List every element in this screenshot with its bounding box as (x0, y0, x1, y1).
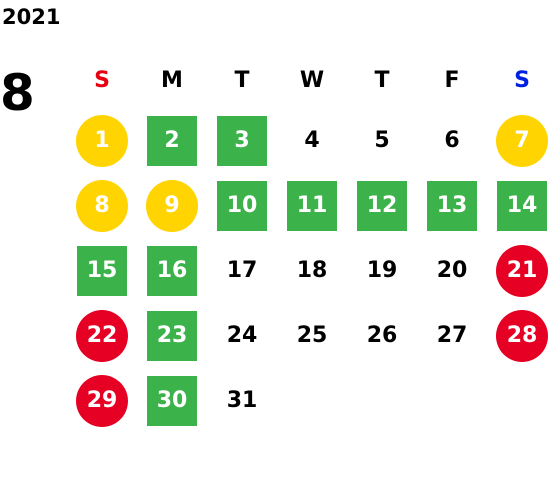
day-27[interactable]: 27 (436, 323, 468, 348)
day-8[interactable]: 8 (76, 179, 128, 232)
day-26[interactable]: 26 (366, 323, 398, 348)
day-cell: 28 (487, 303, 548, 368)
day-29[interactable]: 29 (76, 374, 128, 427)
weekday-sunday: S (94, 67, 110, 93)
weekday-wednesday: W (299, 67, 325, 93)
day-30[interactable]: 30 (147, 375, 197, 426)
day-cell: 13 (417, 173, 487, 238)
day-9[interactable]: 9 (146, 179, 198, 232)
day-cell: 17 (207, 238, 277, 303)
day-cell: 7 (487, 108, 548, 173)
day-21[interactable]: 21 (496, 244, 548, 297)
day-cell: 4 (277, 108, 347, 173)
day-17[interactable]: 17 (226, 258, 258, 283)
day-15[interactable]: 15 (77, 245, 127, 296)
weekday-tuesday: T (234, 67, 250, 93)
day-cell: 27 (417, 303, 487, 368)
day-23[interactable]: 23 (147, 310, 197, 361)
day-cell: 24 (207, 303, 277, 368)
day-cell: 6 (417, 108, 487, 173)
day-4[interactable]: 4 (304, 128, 320, 153)
day-cell: 15 (67, 238, 137, 303)
day-18[interactable]: 18 (296, 258, 328, 283)
day-cell: 29 (67, 368, 137, 433)
day-19[interactable]: 19 (366, 258, 398, 283)
day-cell: 30 (137, 368, 207, 433)
day-cell: 16 (137, 238, 207, 303)
day-cell: 10 (207, 173, 277, 238)
day-28[interactable]: 28 (496, 309, 548, 362)
day-cell: 1 (67, 108, 137, 173)
day-7[interactable]: 7 (496, 114, 548, 167)
day-cell: 2 (137, 108, 207, 173)
day-cell: 31 (207, 368, 277, 433)
day-16[interactable]: 16 (147, 245, 197, 296)
weekday-monday: M (161, 67, 183, 93)
year-label: 2021 (2, 5, 61, 29)
day-cell: 19 (347, 238, 417, 303)
day-14[interactable]: 14 (497, 180, 547, 231)
day-1[interactable]: 1 (76, 114, 128, 167)
calendar-grid: S M T W T F S 1 2 3 4 5 6 7 8 9 10 11 12… (67, 52, 548, 498)
day-cell: 22 (67, 303, 137, 368)
weekday-saturday: S (514, 67, 530, 93)
day-cell: 5 (347, 108, 417, 173)
day-5[interactable]: 5 (374, 128, 390, 153)
day-cell: 11 (277, 173, 347, 238)
day-3[interactable]: 3 (217, 115, 267, 166)
day-31[interactable]: 31 (226, 388, 258, 413)
day-22[interactable]: 22 (76, 309, 128, 362)
day-cell: 9 (137, 173, 207, 238)
day-10[interactable]: 10 (217, 180, 267, 231)
weekday-friday: F (444, 67, 460, 93)
day-cell: 25 (277, 303, 347, 368)
weekday-thursday: T (374, 67, 390, 93)
day-6[interactable]: 6 (444, 128, 460, 153)
day-cell: 20 (417, 238, 487, 303)
day-cell: 12 (347, 173, 417, 238)
day-cell: 3 (207, 108, 277, 173)
day-11[interactable]: 11 (287, 180, 337, 231)
day-25[interactable]: 25 (296, 323, 328, 348)
day-cell: 18 (277, 238, 347, 303)
day-24[interactable]: 24 (226, 323, 258, 348)
day-13[interactable]: 13 (427, 180, 477, 231)
day-cell: 21 (487, 238, 548, 303)
day-cell: 26 (347, 303, 417, 368)
day-cell: 8 (67, 173, 137, 238)
month-number: 8 (0, 64, 35, 122)
day-12[interactable]: 12 (357, 180, 407, 231)
day-cell: 23 (137, 303, 207, 368)
day-cell: 14 (487, 173, 548, 238)
day-2[interactable]: 2 (147, 115, 197, 166)
day-20[interactable]: 20 (436, 258, 468, 283)
